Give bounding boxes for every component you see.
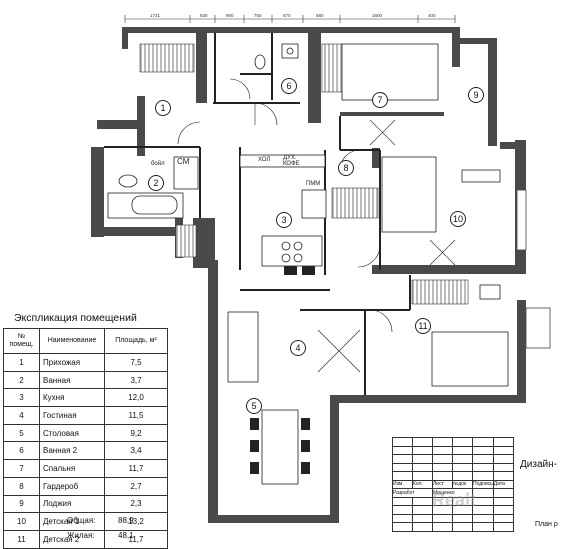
legend-header-area: Площадь, м² bbox=[104, 328, 168, 354]
room-number-7: 7 bbox=[372, 92, 388, 108]
watermark-logo: Realt bbox=[432, 490, 477, 510]
legend-name: Лоджия bbox=[39, 494, 105, 514]
dim-top-8: 400 bbox=[428, 13, 436, 18]
legend-num: 3 bbox=[3, 388, 40, 408]
label-sm: СМ bbox=[177, 157, 190, 166]
room-number-1: 1 bbox=[155, 100, 171, 116]
living-area-label: Жилая: bbox=[67, 531, 95, 540]
legend-area: 11,5 bbox=[104, 406, 168, 425]
legend-title: Экспликация помещений bbox=[14, 312, 137, 324]
stamp-col-ndok: №док bbox=[452, 479, 473, 489]
legend-name: Ванная bbox=[39, 370, 105, 390]
legend-num: 1 bbox=[3, 353, 40, 372]
legend-area: 3,4 bbox=[104, 441, 168, 461]
legend-num: 4 bbox=[3, 406, 40, 425]
legend-num: 10 bbox=[3, 512, 40, 531]
label-pmm: ПММ bbox=[306, 181, 321, 187]
legend-name: Гостиная bbox=[39, 406, 105, 425]
legend-name: Столовая bbox=[39, 423, 105, 443]
legend-area: 11,7 bbox=[104, 529, 168, 549]
dim-top-4: 750 bbox=[254, 13, 262, 18]
stamp-sheet: План р bbox=[535, 521, 558, 528]
legend-area: 3,7 bbox=[104, 370, 168, 390]
legend-area: 9,2 bbox=[104, 423, 168, 443]
room-number-4: 4 bbox=[290, 340, 306, 356]
room-number-6: 6 bbox=[281, 78, 297, 94]
legend-area: 2,7 bbox=[104, 476, 168, 496]
dim-top-1: 1731 bbox=[150, 13, 161, 18]
legend-num: 7 bbox=[3, 459, 40, 478]
stamp-col-list: Лист bbox=[432, 479, 453, 489]
room-number-3: 3 bbox=[276, 212, 292, 228]
legend-name: Ванная 2 bbox=[39, 441, 105, 461]
room-number-5: 5 bbox=[246, 398, 262, 414]
total-area-label: Общая: bbox=[67, 516, 96, 525]
label-hol: ХОЛ bbox=[258, 157, 271, 163]
legend-name: Гардероб bbox=[39, 476, 105, 496]
label-boiler: бойл bbox=[151, 161, 165, 167]
room-number-2: 2 bbox=[148, 175, 164, 191]
legend-num: 6 bbox=[3, 441, 40, 461]
legend-area: 11,7 bbox=[104, 459, 168, 478]
total-area-value: 88,9 bbox=[118, 516, 134, 525]
room-number-9: 9 bbox=[468, 87, 484, 103]
legend-header-row: № помещ. Наименование Площадь, м² bbox=[3, 328, 168, 354]
legend-num: 2 bbox=[3, 370, 40, 390]
legend-area: 12,0 bbox=[104, 388, 168, 408]
room-number-11: 11 bbox=[415, 318, 431, 334]
legend-header-num: № помещ. bbox=[3, 328, 40, 354]
dim-top-7: 1600 bbox=[372, 13, 383, 18]
living-area-value: 48,1 bbox=[118, 531, 134, 540]
legend-area: 7,5 bbox=[104, 353, 168, 372]
stamp-col-data: Дата bbox=[492, 479, 514, 489]
dim-top-5: 670 bbox=[283, 13, 291, 18]
dim-top-3: 900 bbox=[226, 13, 234, 18]
room-number-8: 8 bbox=[338, 160, 354, 176]
legend-name: Спальня bbox=[39, 459, 105, 478]
legend-name: Кухня bbox=[39, 388, 105, 408]
stamp-role: Разработ bbox=[392, 488, 433, 498]
label-dukh-kofe: ДУХ. КОФЕ bbox=[283, 155, 300, 167]
legend-area: 13,2 bbox=[104, 512, 168, 531]
legend-num: 8 bbox=[3, 476, 40, 496]
legend-num: 5 bbox=[3, 423, 40, 443]
stamp-col-podpis: Подпись bbox=[472, 479, 494, 489]
room-number-10: 10 bbox=[450, 211, 466, 227]
dim-top-2: 630 bbox=[200, 13, 208, 18]
stamp-col-kol: Кол. bbox=[412, 479, 433, 489]
legend-name: Прихожая bbox=[39, 353, 105, 372]
legend-num: 9 bbox=[3, 494, 40, 514]
legend-num: 11 bbox=[3, 529, 40, 549]
stamp-col-izm: Изм. bbox=[392, 479, 413, 489]
legend-header-name: Наименование bbox=[39, 328, 105, 354]
legend-area: 2,3 bbox=[104, 494, 168, 514]
dim-top-6: 880 bbox=[316, 13, 324, 18]
stamp-title: Дизайн- bbox=[520, 459, 557, 470]
